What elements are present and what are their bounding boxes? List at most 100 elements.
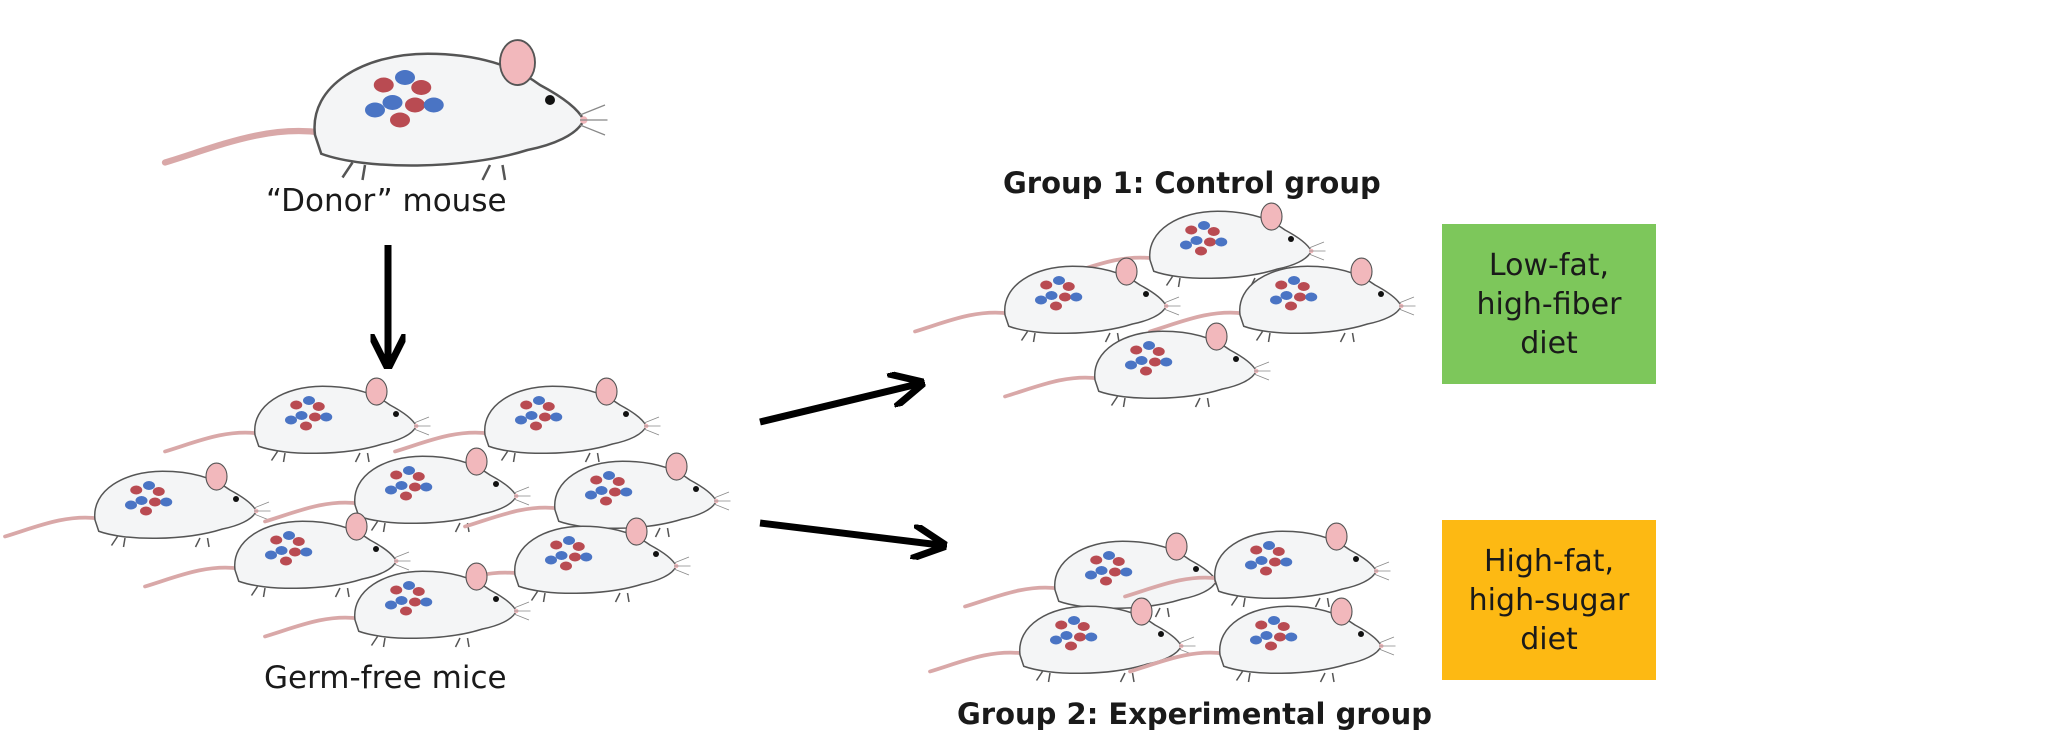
microbe-icon — [1250, 545, 1263, 555]
microbe-icon — [542, 402, 555, 411]
microbe-icon — [1149, 357, 1161, 367]
microbe-icon — [403, 581, 415, 590]
microbe-icon — [1053, 276, 1065, 285]
microbe-icon — [135, 496, 148, 505]
group1-mouse-icon — [1148, 257, 1416, 343]
microbe-icon — [1280, 291, 1293, 300]
microbe-icon — [423, 97, 444, 113]
microbe-icon — [1040, 280, 1053, 290]
microbe-icon — [1305, 292, 1318, 302]
microbe-icon — [1068, 616, 1080, 625]
microbe-icon — [1085, 570, 1097, 580]
microbe-icon — [412, 472, 425, 481]
microbe-icon — [572, 542, 585, 551]
microbe-icon — [405, 97, 425, 113]
microbe-icon — [283, 531, 295, 540]
microbe-icon — [1270, 295, 1282, 305]
group2-mouse-icon — [1128, 597, 1396, 683]
microbe-icon — [320, 412, 333, 422]
to-group1-arrow — [759, 384, 918, 426]
microbe-icon — [1112, 557, 1125, 566]
microbe-icon — [1050, 635, 1062, 645]
group2-mouse-icon — [1123, 522, 1391, 608]
microbe-icon — [1140, 366, 1152, 376]
microbe-icon — [152, 487, 165, 496]
microbe-icon — [1090, 555, 1103, 565]
microbe-icon — [1198, 221, 1210, 230]
microbe-icon — [395, 481, 408, 490]
microbe-icon — [373, 77, 394, 93]
donor-mouse-label: “Donor” mouse — [266, 183, 507, 219]
microbe-icon — [585, 490, 597, 500]
microbe-icon — [1070, 292, 1083, 302]
microbe-icon — [1285, 632, 1298, 642]
germ-free-mouse-icon — [393, 377, 661, 463]
microbe-icon — [580, 552, 593, 562]
microbe-icon — [420, 597, 433, 607]
microbe-icon — [385, 600, 397, 610]
microbe-icon — [1109, 567, 1121, 577]
microbe-icon — [1120, 567, 1133, 577]
microbe-icon — [300, 421, 312, 431]
germ-free-mouse-icon — [263, 562, 531, 648]
microbe-icon — [1074, 632, 1086, 642]
microbe-icon — [533, 396, 545, 405]
microbe-icon — [1060, 631, 1073, 640]
microbe-icon — [515, 415, 527, 425]
microbe-icon — [1130, 345, 1143, 355]
microbe-icon — [1265, 641, 1277, 651]
microbe-icon — [1285, 301, 1297, 311]
donor-mouse-icon — [161, 39, 608, 181]
microbe-icon — [595, 486, 608, 495]
microbe-icon — [1050, 301, 1062, 311]
microbe-icon — [1125, 360, 1137, 370]
group2-diet-line: diet — [1520, 621, 1578, 657]
microbe-icon — [290, 400, 303, 410]
microbe-icon — [1255, 620, 1268, 630]
microbe-icon — [569, 552, 581, 562]
microbe-icon — [395, 596, 408, 605]
group1-mouse-icon — [913, 257, 1181, 343]
group2-diet-box: High-fat, high-sugar diet — [1442, 520, 1656, 680]
group2-mouse-icon — [963, 532, 1231, 618]
microbe-icon — [312, 402, 325, 411]
microbe-icon — [1272, 547, 1285, 556]
microbe-icon — [1274, 632, 1286, 642]
group1-mouse-icon — [1003, 322, 1271, 408]
microbe-icon — [1190, 236, 1203, 245]
microbe-icon — [409, 597, 421, 607]
group1-diet-line: Low-fat, — [1488, 247, 1610, 283]
microbe-icon — [270, 535, 283, 545]
microbe-icon — [1260, 566, 1272, 576]
microbe-icon — [149, 497, 161, 507]
microbe-icon — [303, 396, 315, 405]
microbe-icon — [1065, 641, 1077, 651]
microbe-icon — [525, 411, 538, 420]
germ-free-mouse-icon — [143, 512, 411, 598]
microbe-icon — [1062, 282, 1075, 291]
microbe-icon — [1152, 347, 1165, 356]
microbe-icon — [1135, 356, 1148, 365]
microbe-icon — [160, 497, 173, 507]
microbe-icon — [1185, 225, 1198, 235]
group2-title: Group 2: Experimental group — [957, 697, 1432, 731]
group1-title: Group 1: Control group — [1003, 166, 1381, 200]
group1-mouse-icon — [1058, 202, 1326, 288]
germ-free-mice-label: Germ-free mice — [264, 660, 507, 696]
microbe-icon — [1059, 292, 1071, 302]
microbe-icon — [1280, 557, 1293, 567]
microbe-icon — [620, 487, 633, 497]
microbe-icon — [400, 606, 412, 616]
group2-mouse-icon — [928, 597, 1196, 683]
microbe-icon — [140, 506, 152, 516]
microbe-icon — [385, 485, 397, 495]
microbe-icon — [609, 487, 621, 497]
microbe-icon — [130, 485, 143, 495]
microbe-icon — [1260, 631, 1273, 640]
microbe-icon — [545, 555, 557, 565]
microbe-icon — [612, 477, 625, 486]
group1-diet-line: diet — [1520, 325, 1578, 361]
microbe-icon — [289, 547, 301, 557]
germ-free-mouse-icon — [163, 377, 431, 463]
